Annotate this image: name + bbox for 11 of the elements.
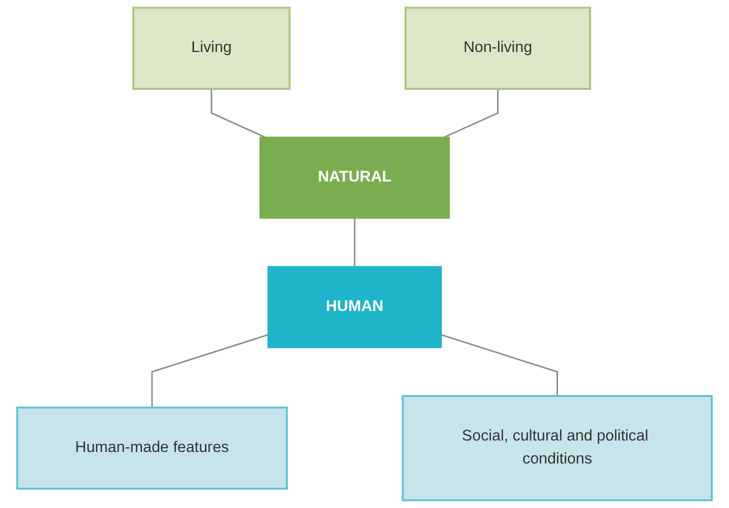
connector — [441, 334, 558, 396]
connector — [151, 334, 268, 408]
connector — [444, 88, 499, 138]
node-box: Living — [132, 6, 291, 90]
node-box: NATURAL — [259, 136, 450, 219]
node-box: Human-made features — [16, 406, 288, 490]
node-box: Social, cultural and political conditions — [402, 395, 713, 502]
connector — [210, 88, 266, 138]
connector — [354, 218, 356, 267]
node-box: HUMAN — [267, 266, 442, 348]
node-box: Non-living — [404, 6, 592, 90]
